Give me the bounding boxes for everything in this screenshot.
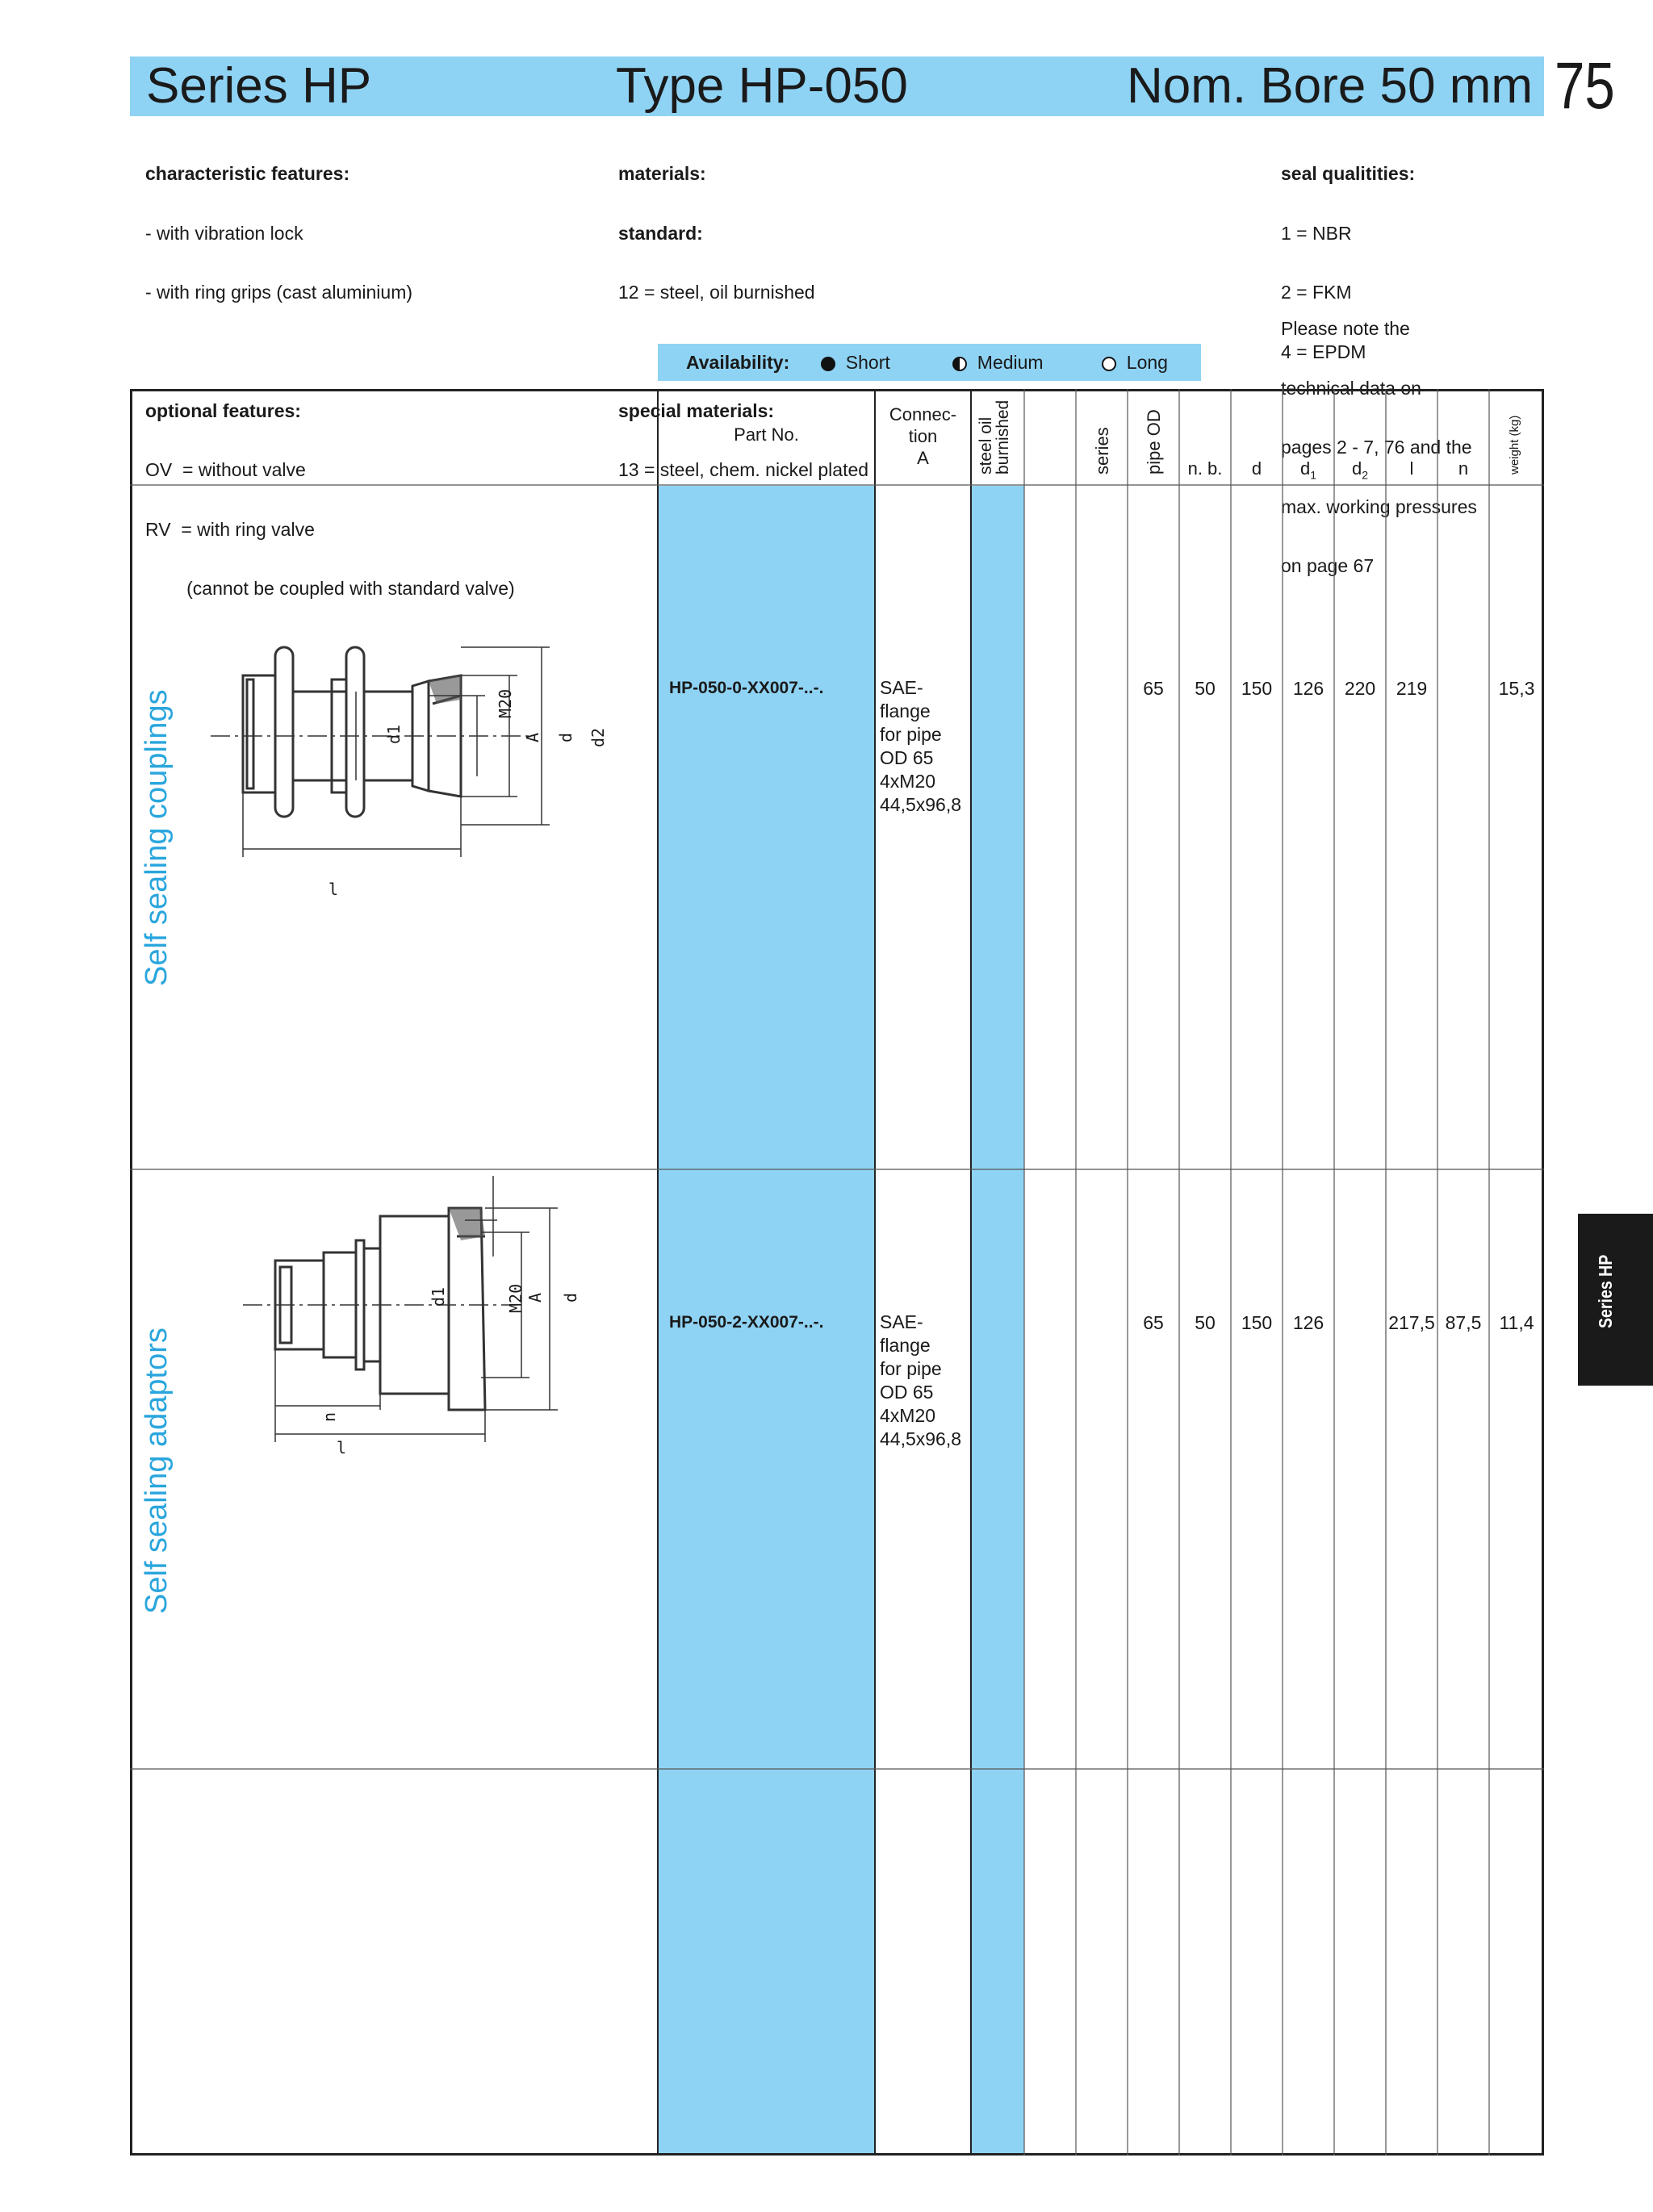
availability-medium: Medium <box>952 352 1044 374</box>
special-title: special materials: <box>618 399 775 421</box>
note-line: technical data on <box>1281 377 1421 399</box>
header-pipe-od: pipe OD <box>1144 409 1164 475</box>
header-d1: d1 <box>1299 458 1317 482</box>
note-line: Please note the <box>1281 318 1410 339</box>
filled-circle-icon <box>821 357 835 371</box>
adaptor-label-n: n <box>320 1411 339 1422</box>
header-part-no: Part No. <box>734 424 799 445</box>
connection-coupling: SAE- flange for pipe OD 65 4xM20 44,5x96… <box>880 677 962 815</box>
opt-feature-line: OV = without valve <box>145 459 306 480</box>
note-line: on page 67 <box>1281 555 1375 576</box>
nb-value: 50 <box>1195 1312 1216 1333</box>
l-value: 217,5 <box>1388 1312 1435 1333</box>
connection-adaptor: SAE- flange for pipe OD 65 4xM20 44,5x96… <box>880 1311 962 1449</box>
seals-title: seal qualitities: <box>1281 163 1416 184</box>
product-table: Part No. Connec- tion A steel oil burnis… <box>130 389 1544 2156</box>
side-tab-label: Series HP <box>1595 1254 1616 1328</box>
header-l: l <box>1409 458 1414 479</box>
empty-circle-icon <box>1102 357 1116 371</box>
note-line: max. working pressures <box>1281 496 1477 517</box>
materials-block: materials: standard: 12 = steel, oil bur… <box>618 124 868 500</box>
d1-value: 126 <box>1292 678 1324 699</box>
coupling-label-d2: d2 <box>588 727 608 747</box>
header-weight: weight (kg) <box>1508 415 1521 475</box>
header-d: d <box>1251 458 1262 479</box>
section-label-couplings: Self sealing couplings <box>140 689 174 986</box>
d2-value: 220 <box>1344 678 1376 699</box>
page-number: 75 <box>1555 49 1615 123</box>
bore-title: Nom. Bore 50 mm <box>1126 58 1533 114</box>
seal-line: 2 = FKM <box>1281 282 1352 303</box>
standard-line: 12 = steel, oil burnished <box>618 282 815 303</box>
coupling-label-l: l <box>329 880 339 899</box>
coupling-label-d1: d1 <box>384 724 404 744</box>
adaptor-label-l: l <box>337 1438 347 1457</box>
adaptor-label-d: d <box>561 1292 580 1303</box>
seal-line: 4 = EPDM <box>1281 341 1366 362</box>
header-connection: Connec- tion A <box>889 404 957 468</box>
weight-value: 11,4 <box>1499 1312 1534 1333</box>
part-no-adaptor[interactable]: HP-050-2-XX007-..-. <box>669 1313 824 1332</box>
side-tab[interactable]: Series HP <box>1578 1214 1653 1386</box>
availability-bar: Availability: Short Medium Long <box>658 344 1201 381</box>
header-nb: n. b. <box>1187 458 1223 479</box>
seal-line: 1 = NBR <box>1281 222 1352 244</box>
technical-note: Please note the technical data on pages … <box>1281 279 1477 596</box>
adaptor-label-m20: M20 <box>506 1283 525 1313</box>
nb-value: 50 <box>1195 678 1216 699</box>
header-series: series <box>1092 427 1112 475</box>
opt-feature-line: RV = with ring valve <box>145 518 315 540</box>
char-feature-line: - with ring grips (cast aluminium) <box>145 282 413 303</box>
availability-label: Availability: <box>686 352 790 373</box>
type-title: Type HP-050 <box>616 58 908 114</box>
header-d2: d2 <box>1351 458 1369 482</box>
half-circle-icon <box>952 357 967 371</box>
pipe-od-value: 65 <box>1143 678 1164 699</box>
adaptor-label-d1: d1 <box>429 1286 448 1307</box>
char-features-title: characteristic features: <box>145 163 350 184</box>
opt-feature-line: (cannot be coupled with standard valve) <box>145 578 515 599</box>
title-bar: Series HP Type HP-050 Nom. Bore 50 mm <box>130 56 1544 116</box>
d-value: 150 <box>1241 678 1273 699</box>
coupling-label-a: A <box>523 732 542 742</box>
availability-short: Short <box>821 352 890 374</box>
availability-long: Long <box>1102 352 1168 374</box>
note-line: pages 2 - 7, 76 and the <box>1281 437 1472 458</box>
char-feature-line: - with vibration lock <box>145 222 303 244</box>
seals-block: seal qualitities: 1 = NBR 2 = FKM 4 = EP… <box>1281 124 1415 382</box>
adaptor-label-a: A <box>525 1292 545 1303</box>
part-no-coupling[interactable]: HP-050-0-XX007-..-. <box>669 679 824 697</box>
weight-value: 15,3 <box>1498 678 1535 699</box>
standard-title: standard: <box>618 222 703 244</box>
coupling-label-m20: M20 <box>496 688 515 718</box>
l-value: 219 <box>1396 678 1428 699</box>
materials-title: materials: <box>618 163 706 184</box>
d1-value: 126 <box>1292 1312 1324 1333</box>
section-label-adaptors: Self sealing adaptors <box>140 1328 174 1614</box>
characteristic-features: characteristic features: - with vibratio… <box>145 124 515 618</box>
adaptor-drawing <box>243 1176 558 1442</box>
pipe-od-value: 65 <box>1143 1312 1164 1333</box>
table-grid <box>130 389 1544 2156</box>
series-title: Series HP <box>146 58 372 114</box>
d-value: 150 <box>1241 1312 1273 1333</box>
coupling-label-d: d <box>556 732 575 742</box>
header-n: n <box>1458 458 1469 479</box>
opt-features-title: optional features: <box>145 399 301 421</box>
n-value: 87,5 <box>1445 1312 1482 1333</box>
header-steel-oil-burnished: steel oil burnished <box>977 399 1012 475</box>
coupling-drawing <box>211 646 550 857</box>
special-line: 13 = steel, chem. nickel plated <box>618 459 869 480</box>
